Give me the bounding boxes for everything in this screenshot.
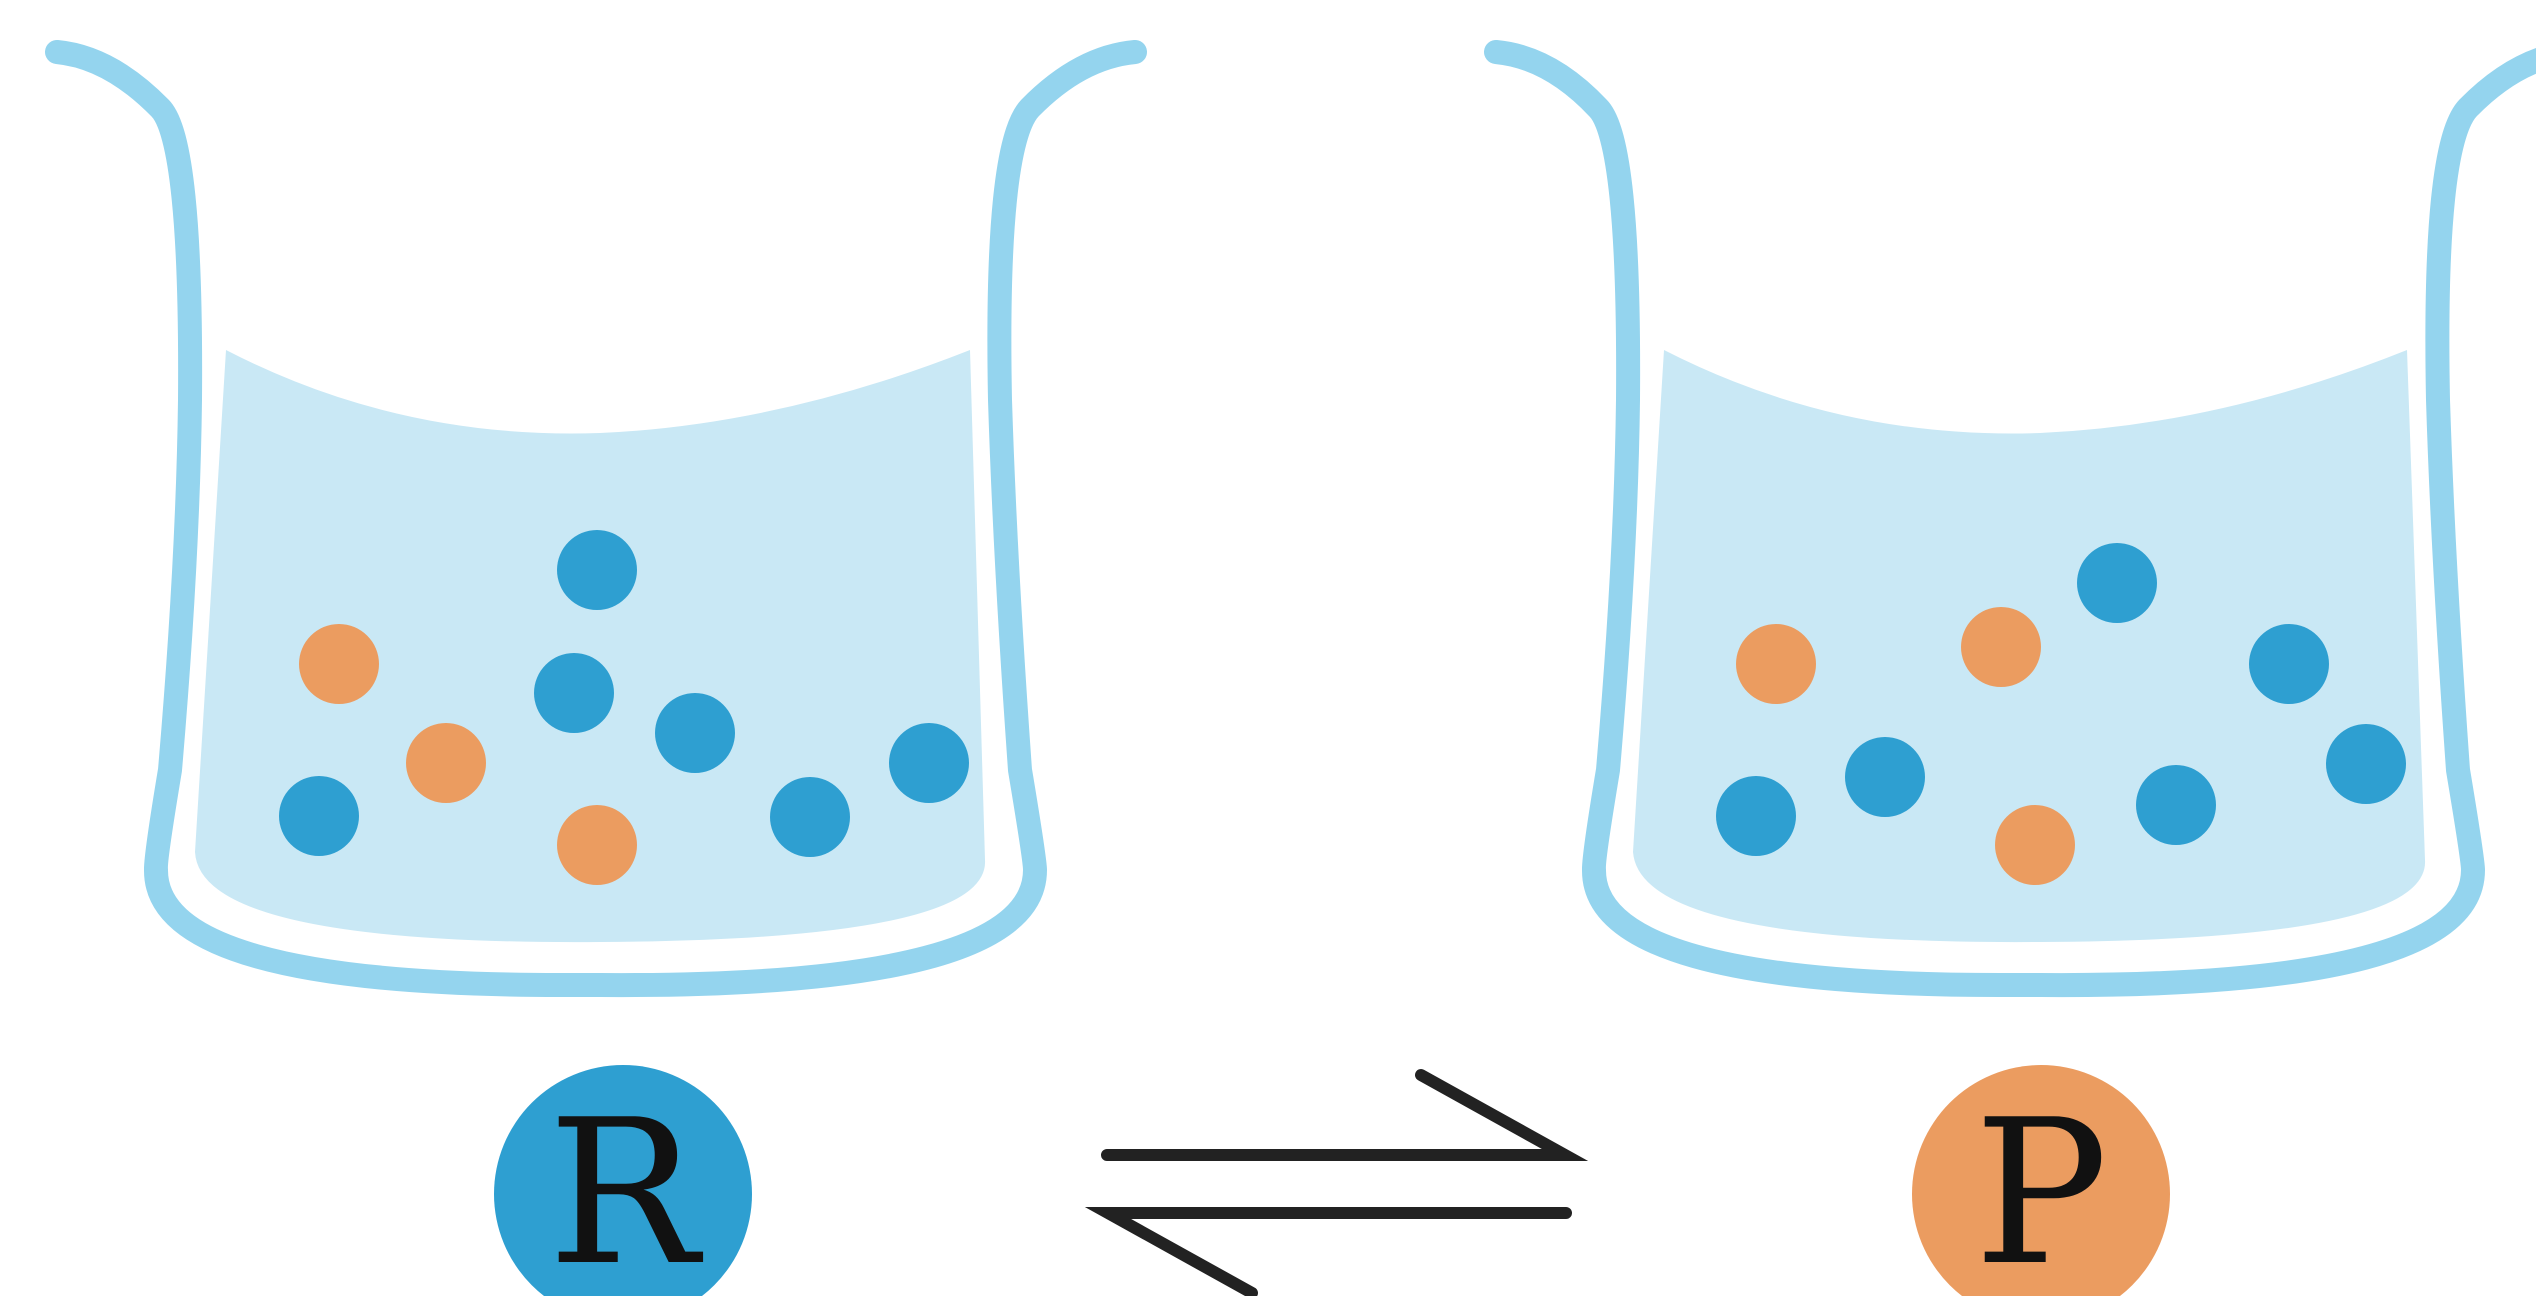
product-particle: [1995, 805, 2075, 885]
reactant-particle: [2326, 724, 2406, 804]
forward-arrow: [1101, 1069, 1589, 1161]
reactant-label-text: R: [548, 1077, 704, 1296]
reactant-particle: [1845, 737, 1925, 817]
product-label-text: P: [1974, 1077, 2109, 1296]
particles-right: [1716, 543, 2406, 885]
product-particle: [557, 805, 637, 885]
beaker-right: [1484, 40, 2536, 998]
product-label-circle: [1912, 1065, 2170, 1296]
product-particle: [1961, 607, 2041, 687]
product-particle: [1736, 624, 1816, 704]
reactant-particle: [534, 653, 614, 733]
product-particle: [299, 624, 379, 704]
product-particle: [406, 723, 486, 803]
beaker-outline-right: [1484, 40, 2536, 998]
reactant-label: R: [494, 1065, 752, 1296]
reactant-particle: [770, 777, 850, 857]
particles-left: [279, 530, 969, 885]
reactant-particle: [2249, 624, 2329, 704]
beaker-left: [45, 40, 1147, 998]
reactant-particle: [557, 530, 637, 610]
reactant-particle: [2077, 543, 2157, 623]
reactant-particle: [655, 693, 735, 773]
product-label: P: [1912, 1065, 2170, 1296]
equilibrium-arrows: [1084, 1069, 1589, 1296]
reactant-particle: [279, 776, 359, 856]
reactant-particle: [889, 723, 969, 803]
reverse-arrow: [1084, 1207, 1572, 1296]
beaker-outline-left: [45, 40, 1147, 998]
reactant-particle: [1716, 776, 1796, 856]
reactant-label-circle: [494, 1065, 752, 1296]
reactant-particle: [2136, 765, 2216, 845]
